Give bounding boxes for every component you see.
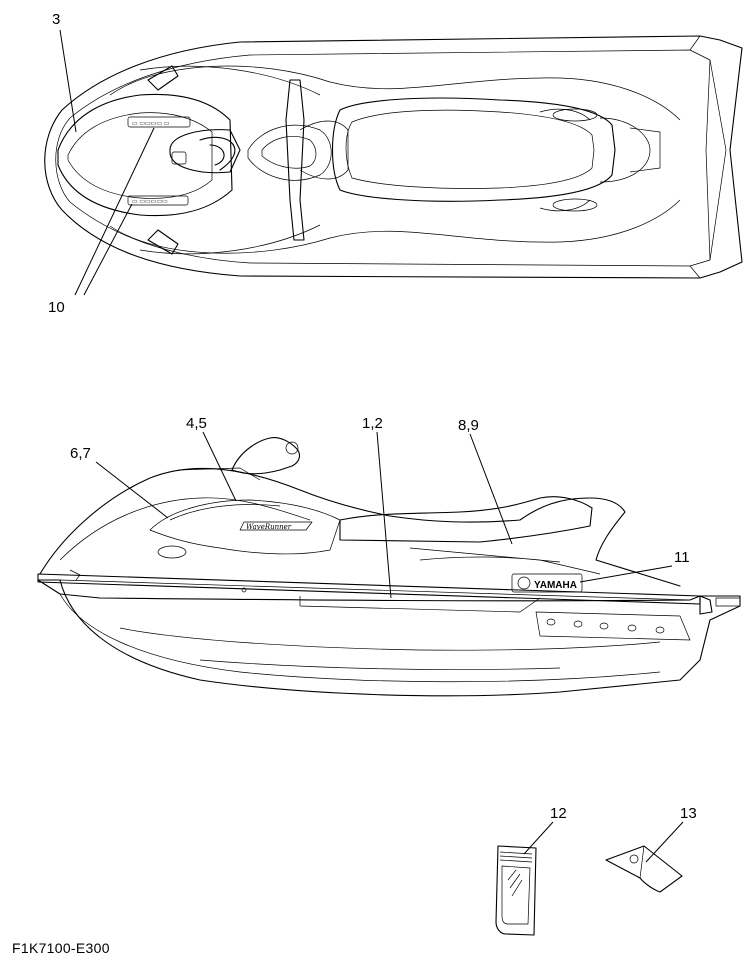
- callout-10: 10: [48, 299, 65, 316]
- part-13-decal: [605, 845, 683, 893]
- drawing-code: F1K7100-E300: [12, 940, 110, 956]
- leader-line-1-2: [376, 431, 392, 599]
- callout-12: 12: [550, 805, 567, 822]
- brand-decal-text: YAMAHA: [534, 580, 577, 591]
- callout-4-5: 4,5: [186, 415, 207, 432]
- callout-6-7: 6,7: [70, 445, 91, 462]
- part-12-decal: [495, 845, 537, 936]
- watercraft-side-view: WaveRunner YAMAHA: [37, 437, 741, 697]
- leader-line-3: [59, 29, 77, 133]
- callout-8-9: 8,9: [458, 417, 479, 434]
- leader-line-4-5: [202, 431, 237, 502]
- leader-line-13: [645, 821, 684, 863]
- callout-1-2: 1,2: [362, 415, 383, 432]
- leader-line-10a: [74, 127, 155, 296]
- leader-line-12: [523, 821, 554, 855]
- leader-line-6-7: [95, 461, 169, 519]
- leader-line-8-9: [469, 433, 513, 545]
- callout-3: 3: [52, 11, 60, 28]
- watercraft-top-view: ▭ ▭▭▭▭ ▭ ▭ ▭▭▭▭▭: [44, 35, 743, 279]
- svg-text:▭ ▭▭▭▭▭: ▭ ▭▭▭▭▭: [132, 199, 168, 205]
- callout-13: 13: [680, 805, 697, 822]
- leader-line-11: [579, 565, 673, 583]
- leader-line-10b: [83, 203, 133, 296]
- svg-text:▭ ▭▭▭▭ ▭: ▭ ▭▭▭▭ ▭: [132, 121, 170, 127]
- model-decal-text: WaveRunner: [246, 523, 292, 531]
- callout-11: 11: [674, 549, 690, 566]
